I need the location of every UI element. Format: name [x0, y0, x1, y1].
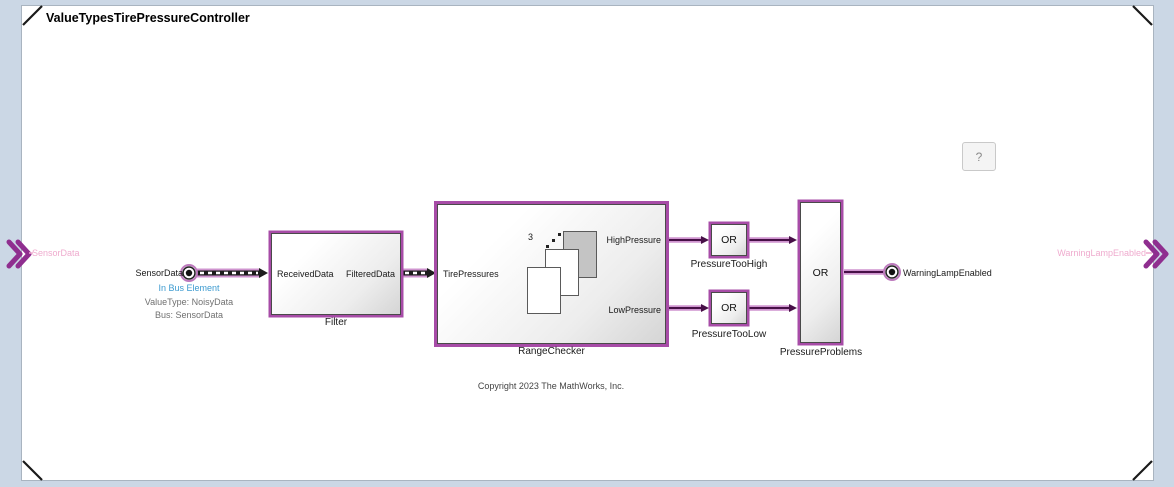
rangechecker-block[interactable]: TirePressures HighPressure LowPressure 3 — [437, 204, 666, 344]
rangechecker-icon-count: 3 — [528, 232, 534, 242]
inport-name[interactable]: SensorData — [135, 268, 183, 278]
pressuretoohigh-operator: OR — [721, 234, 737, 246]
pressuretoohigh-block-name[interactable]: PressureTooHigh — [690, 259, 768, 270]
inport-type-label: In Bus Element — [158, 283, 220, 293]
pressureproblems-block-name[interactable]: PressureProblems — [779, 347, 863, 358]
inport-bus-label: Bus: SensorData — [154, 310, 224, 320]
pressuretoolow-operator: OR — [721, 302, 737, 314]
pressureproblems-operator: OR — [812, 266, 829, 279]
filter-block-name[interactable]: Filter — [324, 317, 348, 328]
input-edge-label: SensorData — [32, 248, 80, 258]
filter-block[interactable]: ReceivedData FilteredData — [271, 233, 401, 315]
filter-input-port-label: ReceivedData — [277, 269, 334, 279]
rangechecker-output-high-label: HighPressure — [606, 235, 661, 245]
pressuretoolow-block[interactable]: OR — [711, 292, 747, 324]
model-title: ValueTypesTirePressureController — [46, 11, 250, 25]
pressuretoolow-block-name[interactable]: PressureTooLow — [691, 329, 767, 340]
rangechecker-input-port-label: TirePressures — [443, 269, 499, 279]
pressureproblems-block[interactable]: OR — [800, 202, 841, 343]
help-button[interactable]: ? — [962, 142, 996, 171]
copyright-annotation: Copyright 2023 The MathWorks, Inc. — [477, 381, 625, 391]
outport-name[interactable]: WarningLampEnabled — [903, 268, 992, 278]
filter-output-port-label: FilteredData — [345, 269, 395, 279]
inport-valuetype-label: ValueType: NoisyData — [144, 297, 234, 307]
output-edge-label: WarningLampEnabled — [1057, 248, 1146, 258]
rangechecker-block-name[interactable]: RangeChecker — [518, 346, 585, 357]
pressuretoohigh-block[interactable]: OR — [711, 224, 747, 256]
rangechecker-output-low-label: LowPressure — [608, 305, 661, 315]
